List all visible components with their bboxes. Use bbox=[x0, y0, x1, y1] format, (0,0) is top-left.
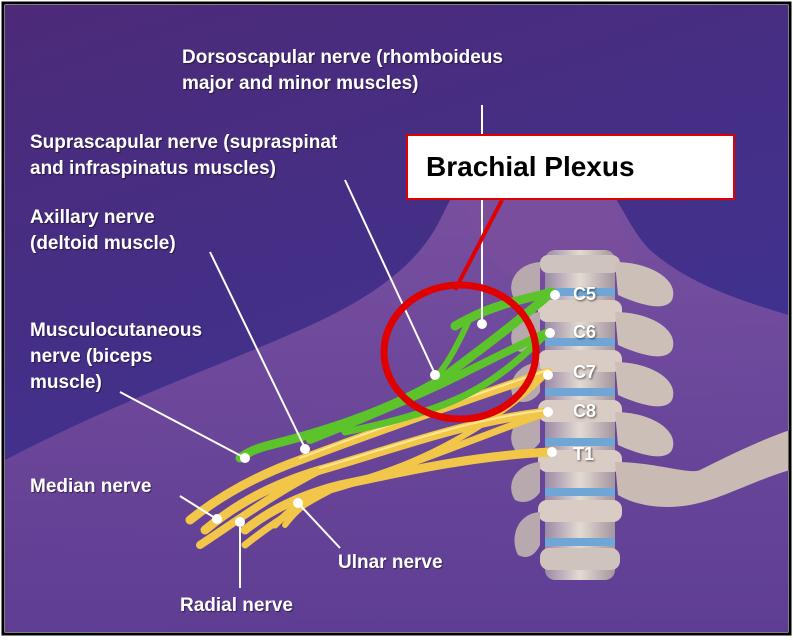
label-dorsoscapular-nerve: Dorsoscapular nerve (rhomboideus major a… bbox=[182, 45, 503, 97]
brachial-plexus-callout: Brachial Plexus bbox=[406, 134, 735, 200]
vertebra-label-c7: C7 bbox=[573, 362, 596, 382]
label-ulnar-nerve: Ulnar nerve bbox=[338, 550, 443, 576]
label-line: Axillary nerve bbox=[30, 205, 176, 231]
callout-title: Brachial Plexus bbox=[426, 151, 635, 183]
label-radial-nerve: Radial nerve bbox=[180, 593, 293, 619]
label-line: Musculocutaneous bbox=[30, 318, 202, 344]
vertebra-label-c8: C8 bbox=[573, 401, 596, 421]
label-median-nerve: Median nerve bbox=[30, 474, 151, 500]
vertebra-label-t1: T1 bbox=[573, 444, 594, 464]
label-line: muscle) bbox=[30, 370, 202, 396]
vertebra-label-c6: C6 bbox=[573, 322, 596, 342]
label-line: and infraspinatus muscles) bbox=[30, 156, 337, 182]
label-line: Suprascapular nerve (supraspinat bbox=[30, 130, 337, 156]
label-suprascapular-nerve: Suprascapular nerve (supraspinat and inf… bbox=[30, 130, 337, 182]
label-line: Dorsoscapular nerve (rhomboideus bbox=[182, 45, 503, 71]
vertebra-label-c5: C5 bbox=[573, 284, 596, 304]
label-line: major and minor muscles) bbox=[182, 71, 503, 97]
label-line: (deltoid muscle) bbox=[30, 231, 176, 257]
label-line: nerve (biceps bbox=[30, 344, 202, 370]
label-axillary-nerve: Axillary nerve (deltoid muscle) bbox=[30, 205, 176, 257]
label-musculocutaneous-nerve: Musculocutaneous nerve (biceps muscle) bbox=[30, 318, 202, 396]
